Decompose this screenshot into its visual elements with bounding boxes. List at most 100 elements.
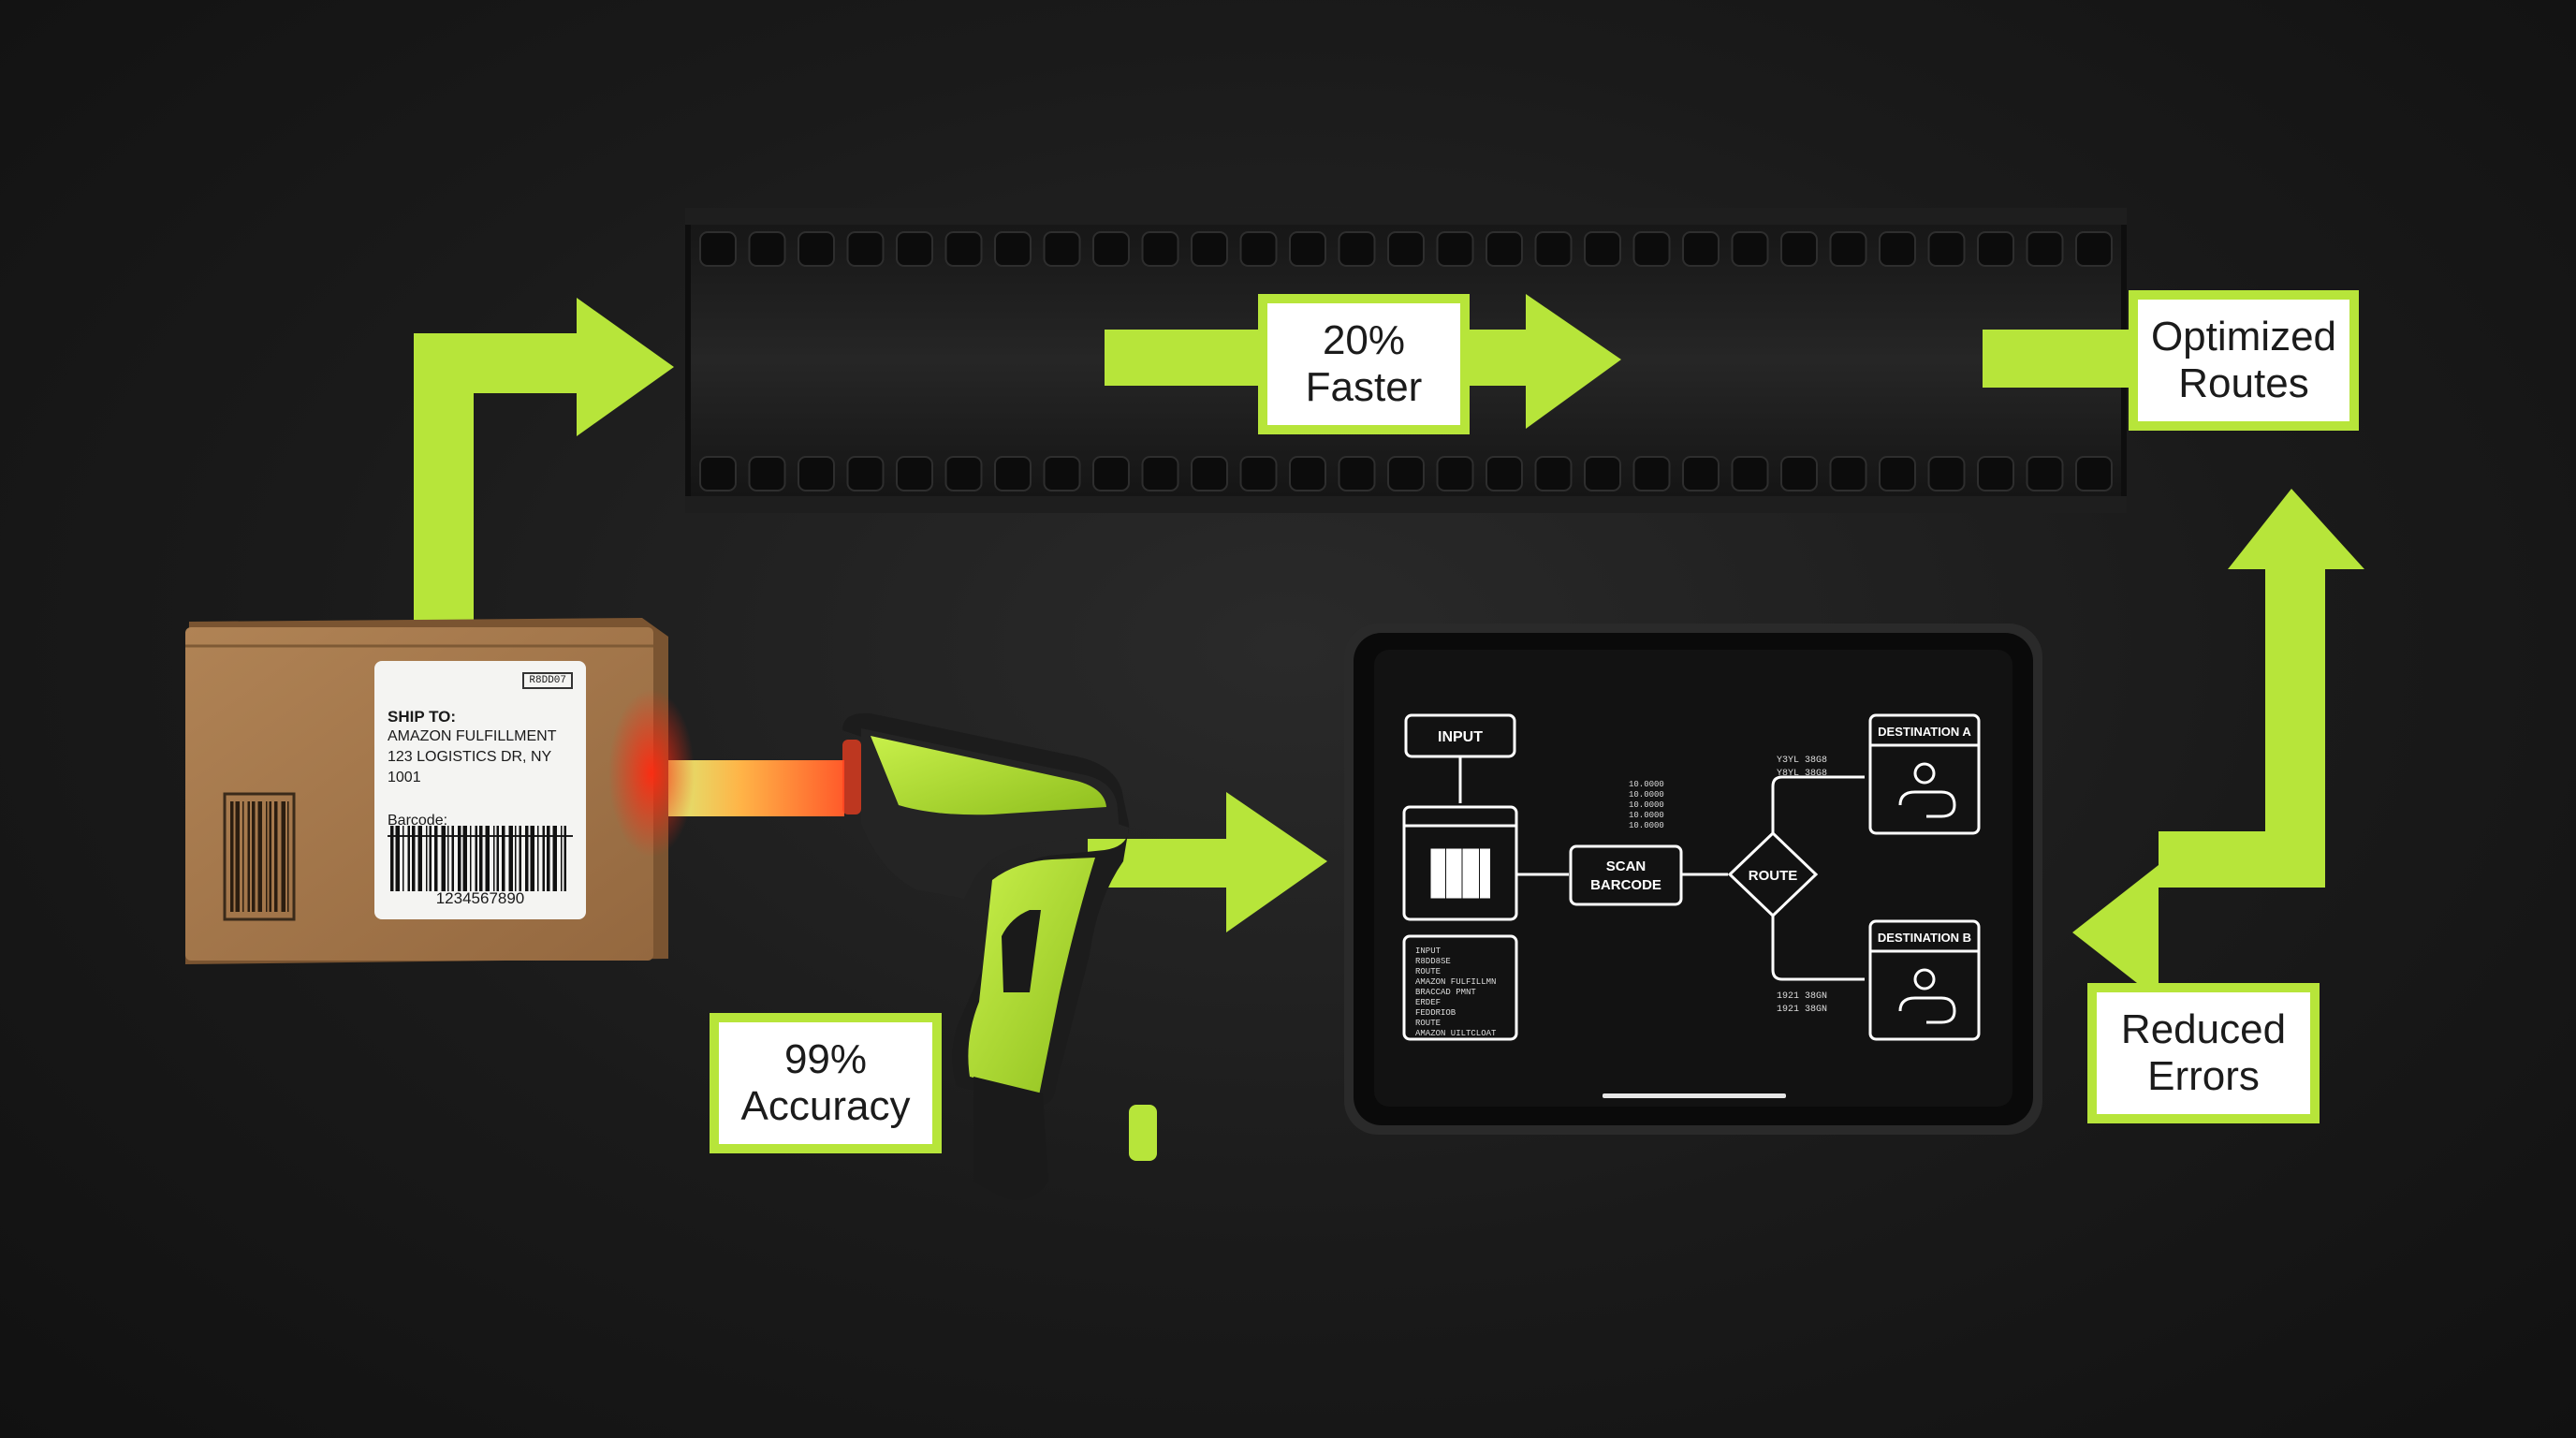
conveyor-roller xyxy=(1141,231,1179,267)
destination-b-node xyxy=(1868,919,1981,1041)
label-barcode xyxy=(390,826,566,891)
barcode-bar xyxy=(458,826,461,891)
tablet: INPUT SCAN BARCODE ROUTE DESTINATION A D… xyxy=(1344,624,2042,1135)
barcode-bar xyxy=(281,801,285,912)
conveyor-roller xyxy=(994,456,1032,492)
data-line: 10.0000 xyxy=(1629,800,1664,810)
callout-faster: 20% Faster xyxy=(1258,294,1470,434)
barcode-bar xyxy=(561,826,563,891)
barcode-bar xyxy=(402,826,404,891)
conveyor-roller xyxy=(748,231,786,267)
barcode-bar xyxy=(266,801,268,912)
callout-routes-line1: Optimized xyxy=(2150,314,2337,360)
conveyor-roller xyxy=(1289,456,1326,492)
barcode-bar xyxy=(530,826,534,891)
log-line: R8DD8SE xyxy=(1415,957,1451,966)
destination-a-label: DESTINATION A xyxy=(1878,725,1971,739)
conveyor-roller xyxy=(1682,231,1720,267)
data-line: 10.0000 xyxy=(1629,790,1664,800)
conveyor-roller xyxy=(2026,456,2064,492)
barcode-bar xyxy=(434,826,438,891)
barcode-number: 1234567890 xyxy=(435,889,525,907)
conveyor-roller xyxy=(1043,231,1081,267)
callout-accuracy: 99% Accuracy xyxy=(710,1013,942,1153)
barcode-bar xyxy=(412,826,416,891)
barcode-bar xyxy=(274,801,278,912)
conveyor-roller xyxy=(2075,456,2113,492)
conveyor-roller xyxy=(1977,231,2014,267)
conveyor-roller xyxy=(1387,231,1425,267)
conveyor-roller xyxy=(846,456,885,492)
input-label: INPUT xyxy=(1438,729,1483,745)
log-line: FEDDRIOB xyxy=(1415,1008,1456,1018)
callout-errors: Reduced Errors xyxy=(2087,983,2320,1123)
map-pin-a-icon xyxy=(1913,762,1936,785)
conveyor-rollers-top xyxy=(699,231,2113,267)
barcode-bar xyxy=(390,826,394,891)
conveyor-roller xyxy=(1338,231,1376,267)
barcode-bar xyxy=(547,826,550,891)
conveyor-roller xyxy=(896,456,933,492)
conveyor-roller xyxy=(748,456,786,492)
log-line: ERDEF xyxy=(1415,998,1441,1007)
destination-a-node xyxy=(1868,713,1981,835)
conveyor-roller xyxy=(699,231,737,267)
destination-b-label: DESTINATION B xyxy=(1878,931,1971,945)
data-line: 10.0000 xyxy=(1629,811,1664,820)
barcode-bar xyxy=(493,826,495,891)
barcode-bar xyxy=(552,826,557,891)
barcode-bar xyxy=(257,801,262,912)
callout-accuracy-value: 99% xyxy=(783,1036,868,1082)
callout-faster-label: Faster xyxy=(1305,364,1423,410)
conveyor-roller xyxy=(1289,231,1326,267)
conveyor-roller xyxy=(896,231,933,267)
destination-b-line: 1921 38GN xyxy=(1777,991,1827,1002)
conveyor-roller xyxy=(1829,231,1867,267)
tablet-home-indicator xyxy=(1603,1093,1786,1098)
conveyor-roller xyxy=(1092,456,1130,492)
ship-to-heading: SHIP TO: xyxy=(388,708,457,726)
conveyor-roller xyxy=(1191,456,1228,492)
label-tag: R8DD07 xyxy=(522,672,573,689)
barcode-bar xyxy=(537,826,539,891)
conveyor-roller xyxy=(1927,231,1966,267)
conveyor-roller xyxy=(1632,456,1671,492)
callout-errors-line1: Reduced xyxy=(2120,1006,2287,1052)
barcode-bar xyxy=(1462,848,1469,899)
log-line: ROUTE xyxy=(1415,967,1441,976)
conveyor-roller xyxy=(699,456,737,492)
barcode-bar xyxy=(235,801,240,912)
barcode-bar xyxy=(441,826,446,891)
box-side-barcode xyxy=(230,801,289,912)
callout-errors-line2: Errors xyxy=(2147,1053,2260,1099)
barcode-bar xyxy=(269,801,271,912)
address-line-1: AMAZON FULFILLMENT xyxy=(388,728,557,744)
conveyor-roller xyxy=(798,456,835,492)
conveyor-roller xyxy=(1584,456,1621,492)
log-line: AMAZON FULFILLMN xyxy=(1415,977,1496,987)
arrow-scanner-to-tablet xyxy=(1088,792,1327,932)
arrow-conveyor-end xyxy=(1983,330,2132,388)
log-line: AMAZON UILTCLOAT xyxy=(1415,1029,1497,1038)
conveyor-roller xyxy=(1731,231,1769,267)
conveyor-roller xyxy=(1436,231,1474,267)
barcode-scanner xyxy=(842,712,1157,1200)
conveyor-roller xyxy=(944,456,983,492)
barcode-bar xyxy=(1474,848,1479,899)
conveyor-roller xyxy=(1387,456,1425,492)
callout-accuracy-label: Accuracy xyxy=(740,1083,911,1129)
scan-label-line1: SCAN xyxy=(1606,858,1647,874)
data-line: 10.0000 xyxy=(1629,821,1664,830)
map-pin-b-icon xyxy=(1913,968,1936,990)
destination-b-line: 1921 38GN xyxy=(1777,1005,1827,1015)
conveyor-roller xyxy=(1879,231,1916,267)
arrow-tablet-to-routes xyxy=(2072,489,2364,1000)
conveyor-roller xyxy=(1141,456,1179,492)
shipping-label: R8DD07 SHIP TO: AMAZON FULFILLMENT 123 L… xyxy=(374,661,586,919)
tablet-barcode-icon xyxy=(1430,848,1490,899)
conveyor-rollers-bottom xyxy=(699,456,2113,492)
